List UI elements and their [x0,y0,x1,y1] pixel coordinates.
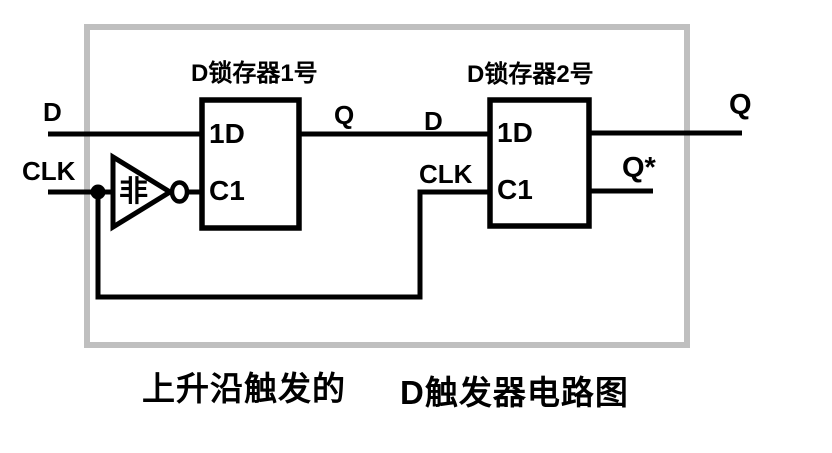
label-d-input: D [43,97,62,127]
inverter-bubble-icon [169,180,190,204]
caption-right: D触发器电路图 [400,374,629,411]
latch2-pin-c1: C1 [497,174,533,205]
latch2-title: D锁存器2号 [467,61,594,88]
caption-left: 上升沿触发的 [142,370,346,407]
label-q-output: Q [729,89,752,121]
latch2-box [487,97,592,229]
latch1-box [199,97,302,231]
label-q-internal: Q [334,100,355,130]
label-clk-input: CLK [22,156,76,186]
label-d-internal: D [424,106,443,136]
inverter-label: 非 [119,176,149,208]
latch2-pin-1d: 1D [497,117,533,148]
latch1-pin-c1: C1 [209,175,245,206]
outer-frame-box [84,24,690,348]
label-q-star-output: Q* [622,152,656,184]
inverter-triangle-icon [110,152,175,232]
latch1-pin-1d: 1D [209,118,245,149]
wire-clk-feedback [95,189,490,300]
latch1-title: D锁存器1号 [191,60,318,87]
label-clk-internal: CLK [419,159,473,189]
